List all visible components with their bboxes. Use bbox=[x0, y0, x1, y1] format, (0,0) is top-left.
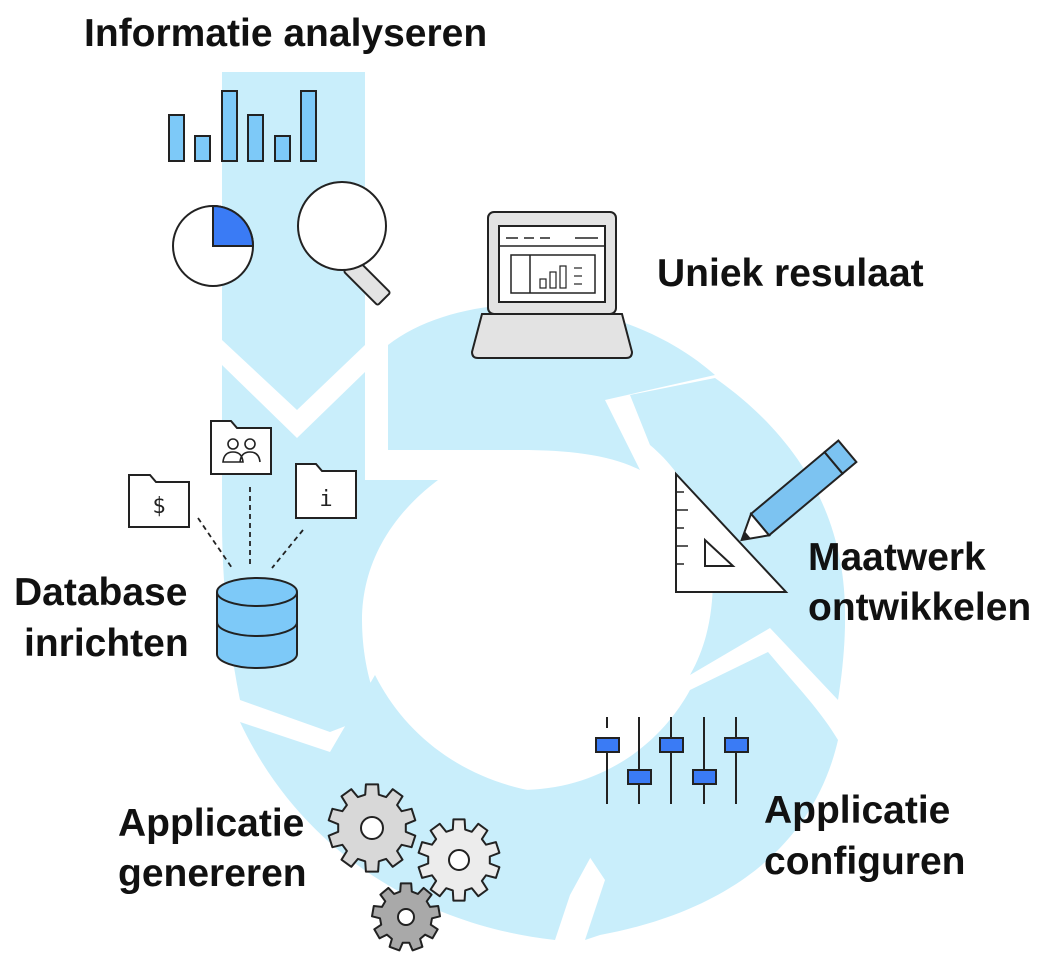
bar-4 bbox=[247, 114, 264, 162]
set-square-icon bbox=[675, 471, 789, 593]
folder-users-icon bbox=[210, 420, 272, 475]
label-database: Database inrichten bbox=[14, 571, 198, 665]
gear-large bbox=[327, 783, 417, 873]
database-icon bbox=[216, 577, 298, 669]
bar-1 bbox=[168, 114, 185, 162]
magnifier-icon bbox=[297, 181, 391, 306]
label-configureren: Applicatie configuren bbox=[764, 789, 966, 883]
flow-segment-genereren bbox=[240, 675, 600, 940]
bar-2 bbox=[194, 135, 211, 162]
gear-large-hole bbox=[360, 816, 384, 840]
folder-dollar-icon: $ bbox=[128, 474, 190, 528]
pie-chart-icon bbox=[172, 204, 255, 287]
connector-lines bbox=[197, 487, 304, 569]
pencil-icon bbox=[740, 439, 858, 542]
step-labels: Informatie analyseren Uniek resulaat Maa… bbox=[14, 12, 1031, 895]
bar-6 bbox=[300, 90, 317, 162]
bar-5 bbox=[274, 135, 291, 162]
gear-medium-hole bbox=[448, 849, 470, 871]
label-analyseren: Informatie analyseren bbox=[84, 12, 487, 55]
gear-small bbox=[371, 882, 441, 952]
folder-dollar-glyph: $ bbox=[152, 494, 165, 519]
bar-chart-icon bbox=[168, 90, 317, 162]
flow-segment-configureren bbox=[520, 652, 838, 940]
label-genereren: Applicatie genereren bbox=[118, 802, 315, 895]
folder-info-icon: i bbox=[295, 463, 357, 519]
sliders-icon bbox=[595, 717, 749, 804]
laptop-icon bbox=[470, 211, 634, 359]
bar-3 bbox=[221, 90, 238, 162]
gear-small-hole bbox=[397, 908, 415, 926]
folder-info-glyph: i bbox=[319, 487, 332, 512]
gear-medium bbox=[417, 818, 501, 902]
flow-segment-resultaat bbox=[388, 305, 715, 470]
label-maatwerk: Maatwerk ontwikkelen bbox=[808, 536, 1031, 629]
label-resultaat: Uniek resulaat bbox=[657, 252, 924, 295]
gears-icon bbox=[327, 783, 501, 952]
